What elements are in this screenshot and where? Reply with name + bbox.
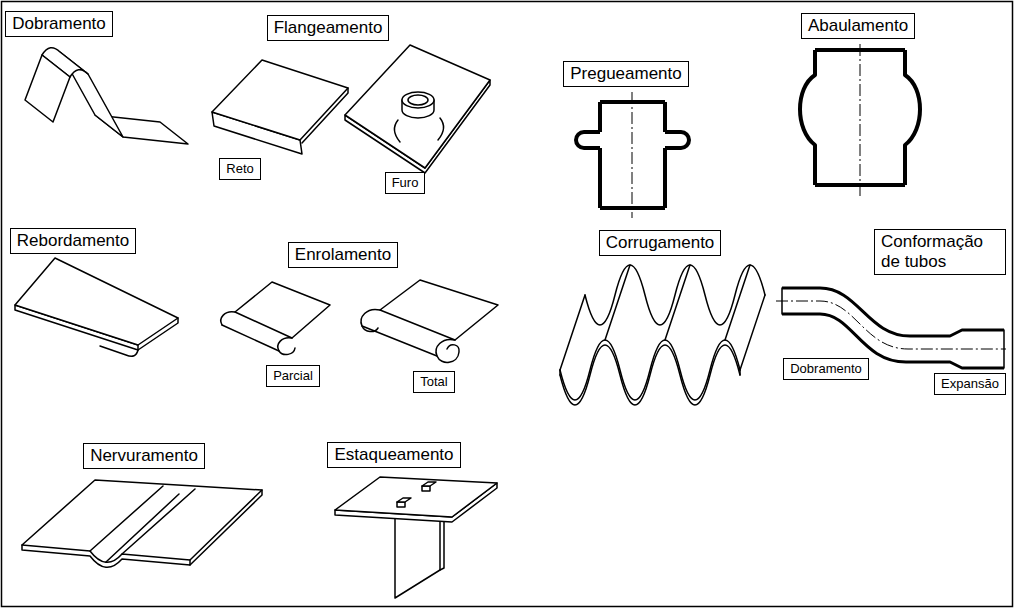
label-box: Rebordamento [10,228,136,254]
operation-label: Parcial [273,368,313,384]
label-box: Flangeamento [267,15,390,41]
label-box: Corrugamento [599,230,722,256]
horizontal-plate [335,477,497,517]
label-box: Dobramento [783,358,869,380]
tube-end [782,288,1004,368]
tube-forming [776,288,1006,368]
operation-label: Corrugamento [606,233,715,253]
sheet-front-edge [560,345,740,405]
partial-curl-sheet [221,282,330,355]
full-curl-sheet [361,280,498,362]
sheet-edge [138,318,178,350]
curl [221,312,235,325]
label-box: Total [413,371,454,393]
operation-label: Dobramento [12,14,106,34]
stake-tab [397,498,411,502]
center-line [776,301,1006,349]
curl [361,309,380,331]
rib-line [106,494,179,562]
operation-label: Estaqueamento [334,445,453,465]
sheet-edge [190,490,262,565]
operation-label: Total [420,374,447,390]
sheet-edge [560,370,740,375]
operation-label: Pregueamento [570,64,682,84]
label-box: Estaqueamento [327,442,460,468]
sheet-face [22,480,262,562]
hole-collar-rim [402,92,434,108]
ribbed-sheet [22,480,262,567]
bead-fold [665,132,689,148]
operation-label: Conformação de tubos [881,232,999,273]
tube-wall [598,102,602,208]
hole-flange-sheet [345,45,490,173]
sheet-face [25,55,70,122]
label-box: Parcial [266,365,320,387]
center-line [860,44,861,196]
label-box: Furo [385,172,426,194]
bead-fold [576,132,600,148]
sheet-edge [302,88,348,143]
sheet-front-edge [560,340,740,400]
label-box: Expansão [934,373,1006,395]
label-box: Pregueamento [563,61,689,87]
sheet-face [380,280,498,340]
beading-tube-section [576,92,689,218]
tube-wall [663,102,667,208]
label-box: Abaulamento [801,13,915,39]
label-box: Enrolamento [288,242,398,268]
curl-edge [362,326,437,356]
operation-label: Expansão [941,376,999,392]
operation-label: Enrolamento [295,245,391,265]
stake-tab [422,482,436,486]
tube-wall [905,50,920,185]
curl [436,339,459,362]
center-line [632,92,633,218]
sheet-face [15,258,178,345]
tube-wall [800,50,815,185]
label-box: Conformação de tubos [874,229,1006,276]
sheet-face [212,60,348,140]
operation-label: Dobramento [790,361,862,377]
label-box: Nervuramento [83,443,205,469]
strain-line [394,120,400,142]
operation-label: Flangeamento [274,18,383,38]
operation-label: Nervuramento [90,446,198,466]
staking-parts [335,477,497,598]
sheet-face [345,45,490,168]
hole [408,95,428,105]
operation-label: Furo [392,175,419,191]
operation-label: Rebordamento [17,231,129,251]
tube-wall [782,288,1004,336]
sheet-face [235,282,330,338]
bulging-tube-section [800,44,920,196]
hemming-sheet [15,258,178,356]
label-box: Dobramento [5,11,113,37]
corrugated-sheet [560,265,765,405]
operation-label: Abaulamento [808,16,908,36]
straight-flange-sheet [212,60,348,154]
crest-line [560,265,765,370]
rib-line [90,486,195,554]
strain-line [438,118,444,140]
sheet-back-edge [585,265,765,325]
operation-label: Reto [226,161,253,177]
label-box: Reto [219,158,260,180]
curl [278,338,295,355]
bending-sheet [25,48,188,144]
sheet-edge [22,545,190,567]
